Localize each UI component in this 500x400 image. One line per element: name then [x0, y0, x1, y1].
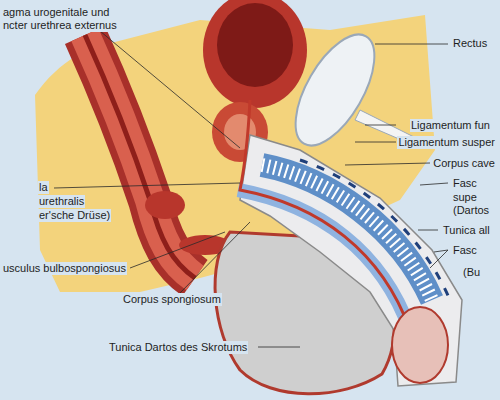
part-label: supe — [452, 191, 478, 204]
part-label: Ligamentum susper — [397, 136, 496, 149]
part-label: Tunica Dartos des Skrotums — [108, 341, 248, 354]
leader-lines — [54, 31, 448, 347]
part-label: Fasc — [452, 244, 478, 257]
pubic-symphysis — [280, 22, 390, 157]
urethra — [240, 100, 410, 330]
penis-skin — [240, 135, 462, 386]
part-label: er'sche Drüse) — [38, 209, 111, 222]
pelvic-muscle — [145, 191, 185, 219]
glans — [392, 307, 448, 383]
bladder — [203, 0, 307, 108]
part-label: la — [38, 181, 49, 194]
corpus-spongiosum — [238, 190, 410, 330]
part-label: (Dartos — [452, 204, 490, 217]
part-label: Corpus spongiosum — [122, 293, 222, 306]
part-label: ncter urethrea externus — [2, 19, 118, 32]
part-label: agma urogenitale und — [2, 6, 110, 19]
part-label: Rectus — [452, 37, 488, 50]
part-label: urethralis — [38, 195, 85, 208]
part-label: usculus bulbospongiosus — [2, 262, 127, 275]
fascia — [300, 160, 450, 300]
part-label: Tunica all — [442, 224, 491, 237]
part-label: Corpus cave — [432, 157, 496, 170]
rectum — [85, 35, 195, 278]
part-label: (Bu — [462, 266, 481, 279]
part-label: Ligamentum fun — [410, 119, 491, 132]
part-label: Fasc — [452, 177, 478, 190]
